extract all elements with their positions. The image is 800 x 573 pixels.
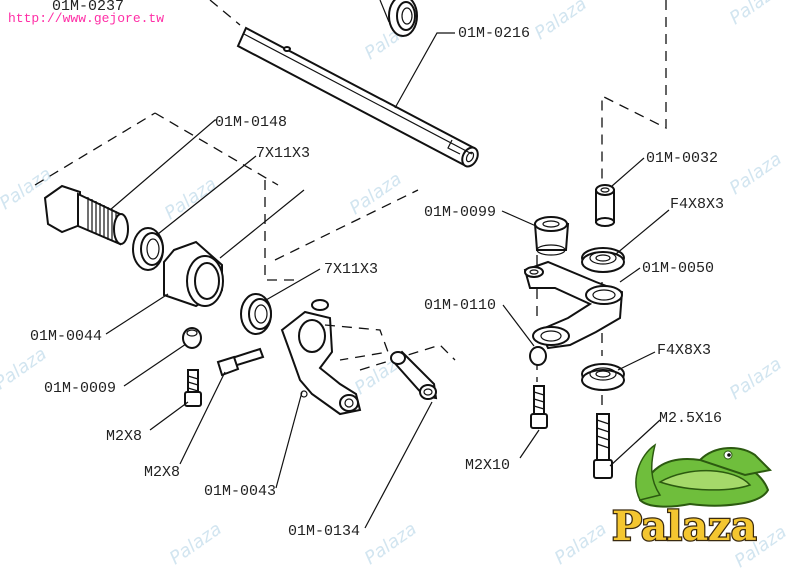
link-0134 xyxy=(390,350,438,400)
leader-7x11-top xyxy=(157,155,257,235)
dash-line xyxy=(34,112,156,186)
screw-m2x8-horizontal xyxy=(216,347,265,377)
leader-0134 xyxy=(364,401,433,529)
leader-f4x8-top xyxy=(615,209,670,255)
leader-0099 xyxy=(501,210,537,227)
leader-0110 xyxy=(502,304,535,347)
part-label-01m-0148: 01M-0148 xyxy=(215,114,287,131)
part-label-m2x10: M2X10 xyxy=(465,457,510,474)
bellcrank-arm-0050 xyxy=(523,260,624,350)
watermark: Palaza xyxy=(726,353,786,404)
part-label-01m-0044: 01M-0044 xyxy=(30,328,102,345)
bearing-7x11-left xyxy=(132,227,164,271)
palaza-logo: Palaza xyxy=(611,443,773,551)
dash-line xyxy=(154,112,279,186)
collar-0032 xyxy=(595,184,615,227)
leader-7x11-mid xyxy=(265,268,321,301)
leader-f4x8-bot xyxy=(617,351,656,371)
part-label-01m-0134: 01M-0134 xyxy=(288,523,360,540)
leader-m2x8-a xyxy=(149,401,189,431)
logo-text: Palaza xyxy=(612,503,757,550)
part-label-01m-0237: 01M-0237 xyxy=(52,0,124,15)
dash-line xyxy=(209,0,241,26)
part-label-m2-5x16: M2.5X16 xyxy=(659,410,722,427)
leader-m25x16 xyxy=(609,419,661,467)
part-label-f4x8x3-bottom: F4X8X3 xyxy=(657,342,711,359)
leader-0050 xyxy=(619,267,641,283)
bushing-0099 xyxy=(533,216,570,256)
part-label-7x11x3-mid: 7X11X3 xyxy=(324,261,378,278)
leader-0043 xyxy=(275,391,303,489)
ball-0110 xyxy=(529,346,547,366)
screw-m2-5x16 xyxy=(593,413,613,479)
part-label-m2x8-a: M2X8 xyxy=(106,428,142,445)
leader-0044 xyxy=(105,293,169,335)
header-url: http://www.gejore.tw xyxy=(8,11,164,26)
leader-0032 xyxy=(611,157,645,187)
watermark: Palaza xyxy=(726,0,786,29)
screw-m2x8-vertical xyxy=(184,369,202,407)
part-label-01m-0099: 01M-0099 xyxy=(424,204,496,221)
watermark: Palaza xyxy=(166,518,226,569)
dash-line xyxy=(274,189,419,261)
part-label-01m-0043: 01M-0043 xyxy=(204,483,276,500)
watermark: Palaza xyxy=(531,0,591,44)
bearing-7x11-mid xyxy=(240,293,272,335)
screw-m2x10 xyxy=(530,385,548,429)
ball-0009 xyxy=(182,327,202,349)
watermark: Palaza xyxy=(161,173,221,224)
leader-m2x10 xyxy=(519,429,540,459)
leader-0216 xyxy=(394,32,455,109)
bearing-f4x8-bottom xyxy=(581,363,625,391)
bearing-f4x8-top xyxy=(581,247,625,273)
dash-line xyxy=(601,0,667,190)
watermark: Palaza xyxy=(726,148,786,199)
sleeve-0044 xyxy=(163,240,224,308)
bearing-top xyxy=(379,0,418,37)
part-label-01m-0050: 01M-0050 xyxy=(642,260,714,277)
part-label-01m-0110: 01M-0110 xyxy=(424,297,496,314)
watermark: Palaza xyxy=(551,518,611,569)
dash-line xyxy=(264,180,300,281)
part-label-01m-0009: 01M-0009 xyxy=(44,380,116,397)
hollow-bolt xyxy=(43,184,129,246)
leader-0148 xyxy=(109,119,216,211)
leader-m2x8-b xyxy=(179,371,226,465)
main-shaft xyxy=(236,26,479,168)
part-label-01m-0032: 01M-0032 xyxy=(646,150,718,167)
bellcrank-0043 xyxy=(280,299,362,416)
watermark: Palaza xyxy=(361,518,421,569)
leader-0009 xyxy=(123,343,187,387)
leader-0044-top xyxy=(219,189,305,259)
part-label-7x11x3-top: 7X11X3 xyxy=(256,145,310,162)
part-label-01m-0216: 01M-0216 xyxy=(458,25,530,42)
part-label-f4x8x3-top: F4X8X3 xyxy=(670,196,724,213)
dash-line xyxy=(324,324,389,361)
part-label-m2x8-b: M2X8 xyxy=(144,464,180,481)
watermark: Palaza xyxy=(346,168,406,219)
